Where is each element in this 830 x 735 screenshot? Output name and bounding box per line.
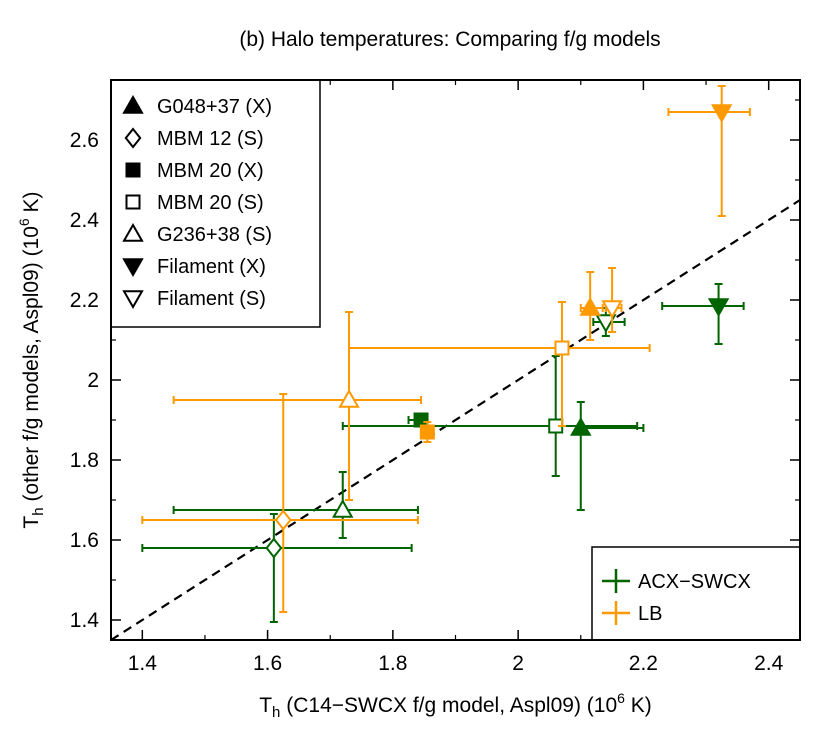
legend-entry: MBM 20 (X) [125, 160, 264, 182]
marker-square-open [554, 340, 570, 356]
legend-label: MBM 12 (S) [157, 128, 264, 150]
data-point [141, 513, 413, 623]
legend-marker [125, 194, 141, 210]
axis-title-part: 6 [16, 218, 32, 226]
x-axis-title: Th (C14−SWCX f/g model, Aspl09) (106 K) [259, 690, 652, 721]
series-lb [141, 85, 751, 613]
marker-triangle-down-open [601, 300, 623, 320]
axis-title-part: K) [20, 191, 43, 218]
chart-title: (b) Halo temperatures: Comparing f/g mod… [239, 28, 660, 51]
legend-marker [122, 290, 144, 310]
marker-triangle-down-filled [710, 104, 733, 124]
y-tick-label: 1.4 [70, 609, 100, 632]
legend-entry: LB [602, 601, 662, 625]
axis-title-part: T [20, 516, 43, 529]
y-tick-label: 2.6 [70, 129, 99, 152]
legend-label: ACX−SWCX [638, 571, 751, 593]
data-point [579, 271, 604, 341]
legend-entry: Filament (S) [122, 288, 266, 310]
axis-title-part: T [259, 694, 272, 717]
marker-diamond-open [265, 537, 283, 559]
series-acx-swcx [141, 283, 745, 623]
legend-targets: G048+37 (X) MBM 12 (S) MBM 20 (X) MBM 20 (S… [110, 79, 321, 328]
legend-entry: ACX−SWCX [602, 569, 751, 593]
marker-triangle-up-filled [579, 296, 601, 316]
data-point [419, 421, 435, 443]
legend-marker [122, 222, 144, 242]
marker-triangle-up-open [338, 388, 360, 408]
legend-marker [122, 258, 144, 278]
x-tick-label: 1.8 [378, 652, 407, 675]
legend-label: Filament (S) [157, 288, 266, 310]
marker-triangle-up-open [332, 498, 354, 518]
legend-entry: G236+38 (S) [122, 222, 272, 246]
data-point [592, 307, 626, 337]
legend-marker [124, 127, 142, 149]
data-point [341, 355, 639, 477]
y-tick-label: 2.4 [70, 209, 100, 232]
legend-label: MBM 20 (S) [157, 192, 264, 214]
marker-triangle-down-open [595, 314, 617, 334]
legend-marker [122, 94, 144, 114]
data-point [601, 267, 623, 333]
legend-entry: G048+37 (X) [122, 94, 272, 118]
data-point [667, 85, 751, 217]
x-tick-label: 1.6 [253, 652, 282, 675]
legend-entry: MBM 12 (S) [124, 127, 264, 150]
data-point [141, 393, 419, 613]
reference-line [111, 199, 800, 640]
data-point [348, 301, 651, 427]
legend-targets-box [110, 79, 321, 328]
y-tick-label: 1.8 [70, 449, 99, 472]
legend-entry: MBM 20 (S) [125, 192, 264, 214]
plot-frame [110, 79, 801, 641]
x-tick-label: 1.4 [128, 652, 158, 675]
legend-label: MBM 20 (X) [157, 160, 264, 182]
y-axis-title: Th (other f/g models, Aspl09) (106 K) [16, 191, 47, 528]
legend-label: Filament (X) [157, 256, 266, 278]
legend-models: ACX−SWCX LB [591, 546, 801, 641]
axis-title-part: h [272, 704, 280, 721]
axis-title-part: (C14−SWCX f/g model, Aspl09) (10 [280, 694, 617, 717]
y-tick-label: 1.6 [70, 529, 99, 552]
legend-entry: Filament (X) [122, 256, 266, 278]
x-tick-label: 2.2 [629, 652, 658, 675]
data-point [172, 471, 419, 539]
axis-title-part: (other f/g models, Aspl09) (10 [20, 226, 43, 507]
x-tick-label: 2.4 [754, 652, 784, 675]
data-point [172, 311, 423, 501]
plot-area [111, 85, 800, 640]
legend-models-box [591, 546, 801, 641]
legend-label: LB [638, 603, 662, 625]
x-tick-label: 2 [512, 652, 524, 675]
data-point [661, 283, 745, 345]
marker-square-filled [419, 424, 435, 440]
marker-diamond-open [274, 509, 292, 531]
marker-triangle-down-filled [707, 298, 730, 318]
legend-label: G236+38 (S) [157, 224, 272, 246]
axis-title-part: K) [625, 694, 652, 717]
legend-label: G048+37 (X) [157, 96, 272, 118]
y-tick-label: 2.2 [70, 289, 99, 312]
axis-title-part: h [30, 507, 47, 515]
axis-title-part: 6 [617, 690, 625, 706]
data-point [570, 401, 645, 511]
y-tick-label: 2 [87, 369, 99, 392]
legend-marker [125, 162, 141, 178]
